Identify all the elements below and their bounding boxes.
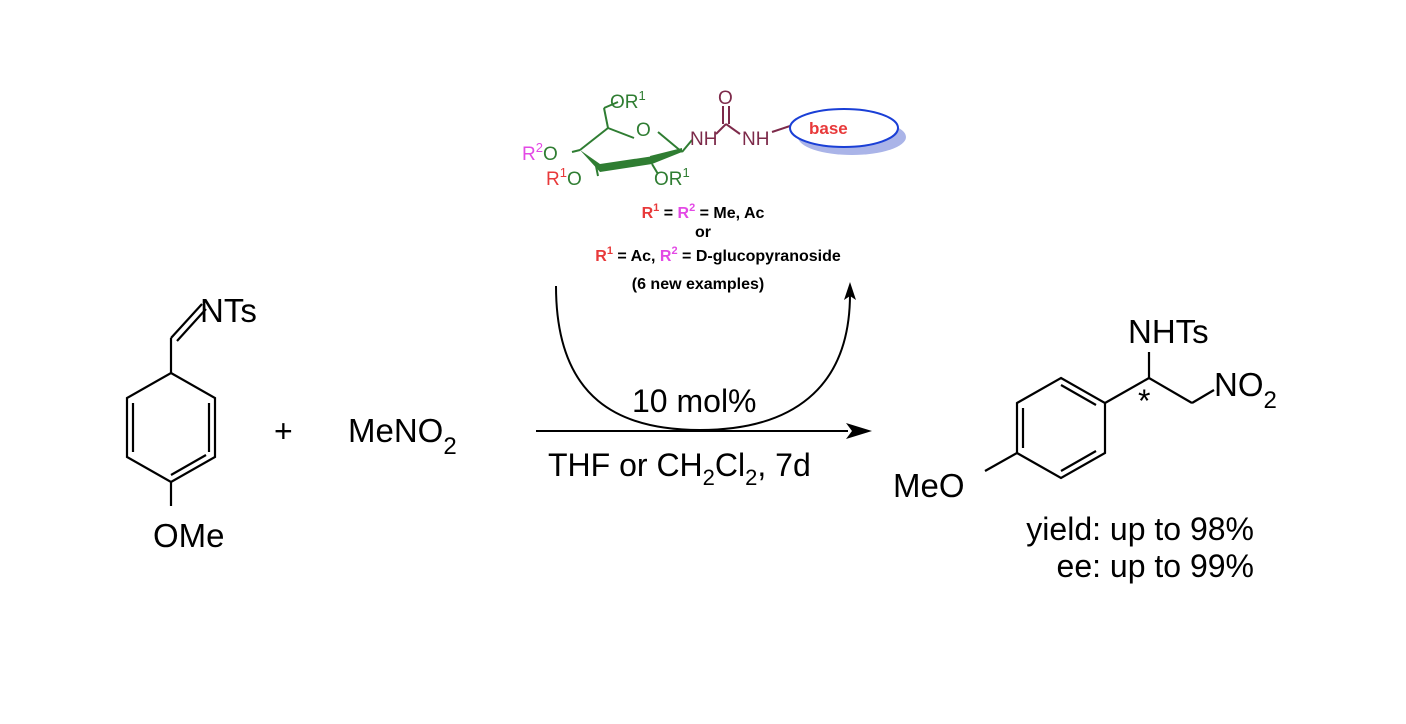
product-meo: MeO <box>893 467 965 504</box>
substituent-line-3: R1 = Ac, R2 = D-glucopyranoside <box>595 245 841 265</box>
benzene-ring-product <box>1015 376 1107 480</box>
glucose-ring <box>571 101 693 177</box>
nh-2: NH <box>742 129 769 150</box>
product-nhts: NHTs <box>1128 313 1209 350</box>
product-structure <box>984 352 1215 480</box>
base-label: base <box>809 119 848 138</box>
ee-text: ee: up to 99% <box>1057 548 1254 584</box>
substituent-line-1: R1 = R2 = Me, Ac <box>642 202 765 222</box>
product-no2: NO2 <box>1214 366 1277 414</box>
c3-or1: R1O <box>546 165 582 190</box>
solvent-conditions: THF or CH2Cl2, 7d <box>548 447 811 490</box>
reaction-arrowhead <box>846 423 872 439</box>
substituent-line-4: (6 new examples) <box>632 276 765 293</box>
glucose-ring-wedge-front <box>580 150 654 172</box>
cycle-arrowhead <box>844 282 856 300</box>
base-ellipse <box>789 108 899 148</box>
glucose-ring-wedge-right <box>650 148 682 164</box>
catalyst-loading: 10 mol% <box>632 383 757 419</box>
carbonyl-oxygen: O <box>718 88 733 109</box>
imine-double-bond-b <box>176 308 207 342</box>
imine-double-bond-a <box>170 303 203 339</box>
reactant-ome-label: OMe <box>153 517 225 554</box>
nitromethane-formula: MeNO2 <box>348 412 457 460</box>
nh-1: NH <box>690 129 717 150</box>
imine-nts-label: NTs <box>200 292 257 329</box>
c2-or1: OR1 <box>654 165 690 190</box>
plus-sign: + <box>274 413 293 449</box>
ring-oxygen: O <box>636 120 651 141</box>
stereocenter-mark: * <box>1138 383 1150 419</box>
substituent-line-2: or <box>695 224 711 241</box>
benzene-ring-reactant <box>125 371 217 484</box>
yield-text: yield: up to 98% <box>1026 511 1254 547</box>
c6-or1: OR1 <box>610 88 646 113</box>
reactant-imine <box>125 303 217 506</box>
c4-or2: R2O <box>522 140 558 165</box>
urea-linker <box>715 106 791 135</box>
